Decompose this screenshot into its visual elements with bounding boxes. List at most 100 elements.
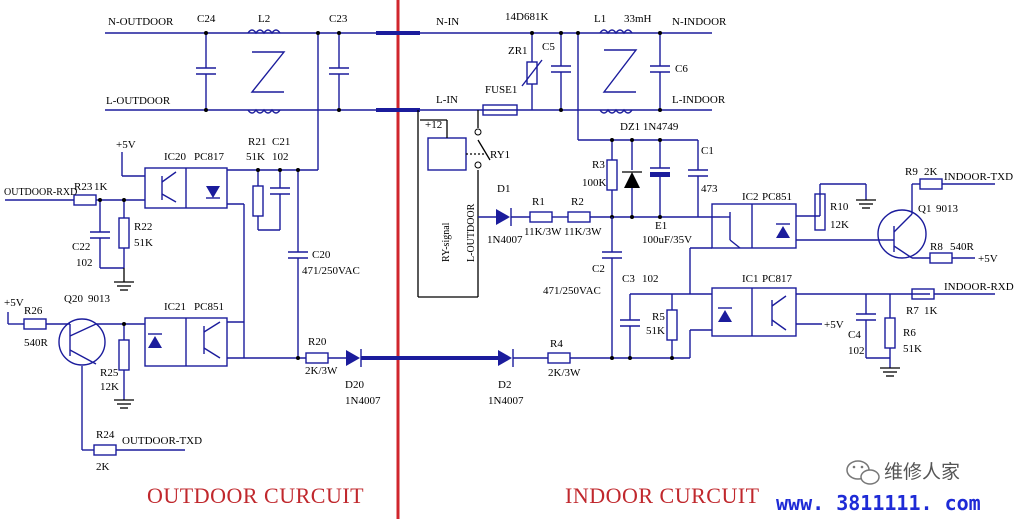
label-d2: D2 (498, 379, 511, 391)
label-c2-value: 471/250VAC (543, 285, 601, 297)
label-ic1-part: PC817 (762, 273, 792, 285)
wechat-logo-icon (846, 460, 880, 485)
label-l2: L2 (258, 13, 270, 25)
label-l1: L1 (594, 13, 606, 25)
label-r3-value: 100K (582, 177, 607, 189)
label-c22: C22 (72, 241, 90, 253)
label-r8: R8 (930, 241, 943, 253)
label-r21: R21 (248, 136, 266, 148)
label-r6-value: 51K (903, 343, 922, 355)
label-r7-value: 1K (924, 305, 938, 317)
label-n-in: N-IN (436, 16, 459, 28)
label-c22-value: 102 (76, 257, 93, 269)
label-zr1: ZR1 (508, 45, 528, 57)
label-c21-value: 102 (272, 151, 289, 163)
label-ic21: IC21 (164, 301, 186, 313)
c2-capacitor (602, 217, 622, 358)
label-ry-signal: RY-signal (441, 222, 452, 262)
label-r25-value: 12K (100, 381, 119, 393)
label-l-indoor: L-INDOOR (672, 94, 726, 106)
label-fuse1: FUSE1 (485, 84, 517, 96)
ic20-optocoupler (121, 152, 318, 360)
label-r22-value: 51K (134, 237, 153, 249)
label-d1: D1 (497, 183, 510, 195)
label-r9-value: 2K (924, 166, 938, 178)
d1-r1-r2-chain (478, 208, 591, 226)
label-r23-value: 1K (94, 181, 108, 193)
label-c2: C2 (592, 263, 605, 275)
outdoor-power-lines (105, 29, 398, 170)
label-r1: R1 (532, 196, 545, 208)
label-r9: R9 (905, 166, 918, 178)
label-c4-value: 102 (848, 345, 865, 357)
label-r26: R26 (24, 305, 43, 317)
indoor-section-title: INDOOR CURCUIT (565, 483, 760, 508)
label-c20-value: 471/250VAC (302, 265, 360, 277)
label-r2: R2 (571, 196, 584, 208)
label-indoor-rxd: INDOOR-RXD (944, 281, 1014, 293)
outdoor-rxd-input (5, 194, 145, 291)
label-dz1: DZ1 1N4749 (620, 121, 679, 133)
label-l-outdoor-vert: L-OUTDOOR (466, 203, 477, 262)
label-plus5v-r26: +5V (4, 297, 24, 309)
label-q20-part: 9013 (88, 293, 111, 305)
label-c1: C1 (701, 145, 714, 157)
q1-driver (814, 178, 995, 264)
label-c24: C24 (197, 13, 216, 25)
ic2-optocoupler (689, 203, 880, 294)
label-ic1: IC1 (742, 273, 759, 285)
label-ic2-part: PC851 (762, 191, 792, 203)
label-ic20: IC20 (164, 151, 187, 163)
label-r24: R24 (96, 429, 115, 441)
label-ic20-part: PC817 (194, 151, 224, 163)
label-r26-value: 540R (24, 337, 49, 349)
label-ry1: RY1 (490, 149, 510, 161)
label-plus5v-ic1: +5V (824, 319, 844, 331)
outdoor-section-title: OUTDOOR CURCUIT (147, 483, 364, 508)
watermark-brand: 维修人家 (884, 461, 960, 483)
label-r2-value: 11K/3W (564, 226, 602, 238)
ic21-q20 (7, 312, 244, 456)
label-r7: R7 (906, 305, 919, 317)
r7-c4-r6 (856, 288, 995, 377)
indoor-power-lines (398, 29, 712, 141)
label-d20: D20 (345, 379, 364, 391)
label-r10: R10 (830, 201, 849, 213)
label-r8-value: 540R (950, 241, 975, 253)
label-r4-value: 2K/3W (548, 367, 581, 379)
label-c23: C23 (329, 13, 348, 25)
label-r4: R4 (550, 338, 563, 350)
watermark-url: www. 3811111. com (776, 491, 981, 515)
label-indoor-txd: INDOOR-TXD (944, 171, 1013, 183)
label-r22: R22 (134, 221, 152, 233)
label-outdoor-rxd: OUTDOOR-RXD (4, 187, 77, 198)
labels: N-OUTDOOR L-OUTDOOR C24 L2 C23 N-IN L-IN… (4, 11, 1014, 473)
label-r3: R3 (592, 159, 605, 171)
label-l-in: L-IN (436, 94, 458, 106)
label-e1: E1 (655, 220, 667, 232)
label-d2-value: 1N4007 (488, 395, 524, 407)
label-plus5v-r8: +5V (978, 253, 998, 265)
label-l1-value: 33mH (624, 13, 652, 25)
label-n-indoor: N-INDOOR (672, 16, 727, 28)
label-r5-value: 51K (646, 325, 665, 337)
label-c1-value: 473 (701, 183, 718, 195)
comm-line (244, 349, 690, 367)
watermark: 维修人家 www. 3811111. com (776, 460, 981, 515)
label-c4: C4 (848, 329, 861, 341)
label-q1: Q1 (918, 203, 931, 215)
label-n-outdoor: N-OUTDOOR (108, 16, 174, 28)
label-r20: R20 (308, 336, 327, 348)
label-plus5v-ic20: +5V (116, 139, 136, 151)
label-l-outdoor: L-OUTDOOR (106, 95, 171, 107)
label-ic21-part: PC851 (194, 301, 224, 313)
label-outdoor-txd: OUTDOOR-TXD (122, 435, 202, 447)
label-r24-value: 2K (96, 461, 110, 473)
label-r25: R25 (100, 367, 119, 379)
label-c20: C20 (312, 249, 331, 261)
label-r21-value: 51K (246, 151, 265, 163)
label-varistor: 14D681K (505, 11, 548, 23)
label-r1-value: 11K/3W (524, 226, 562, 238)
